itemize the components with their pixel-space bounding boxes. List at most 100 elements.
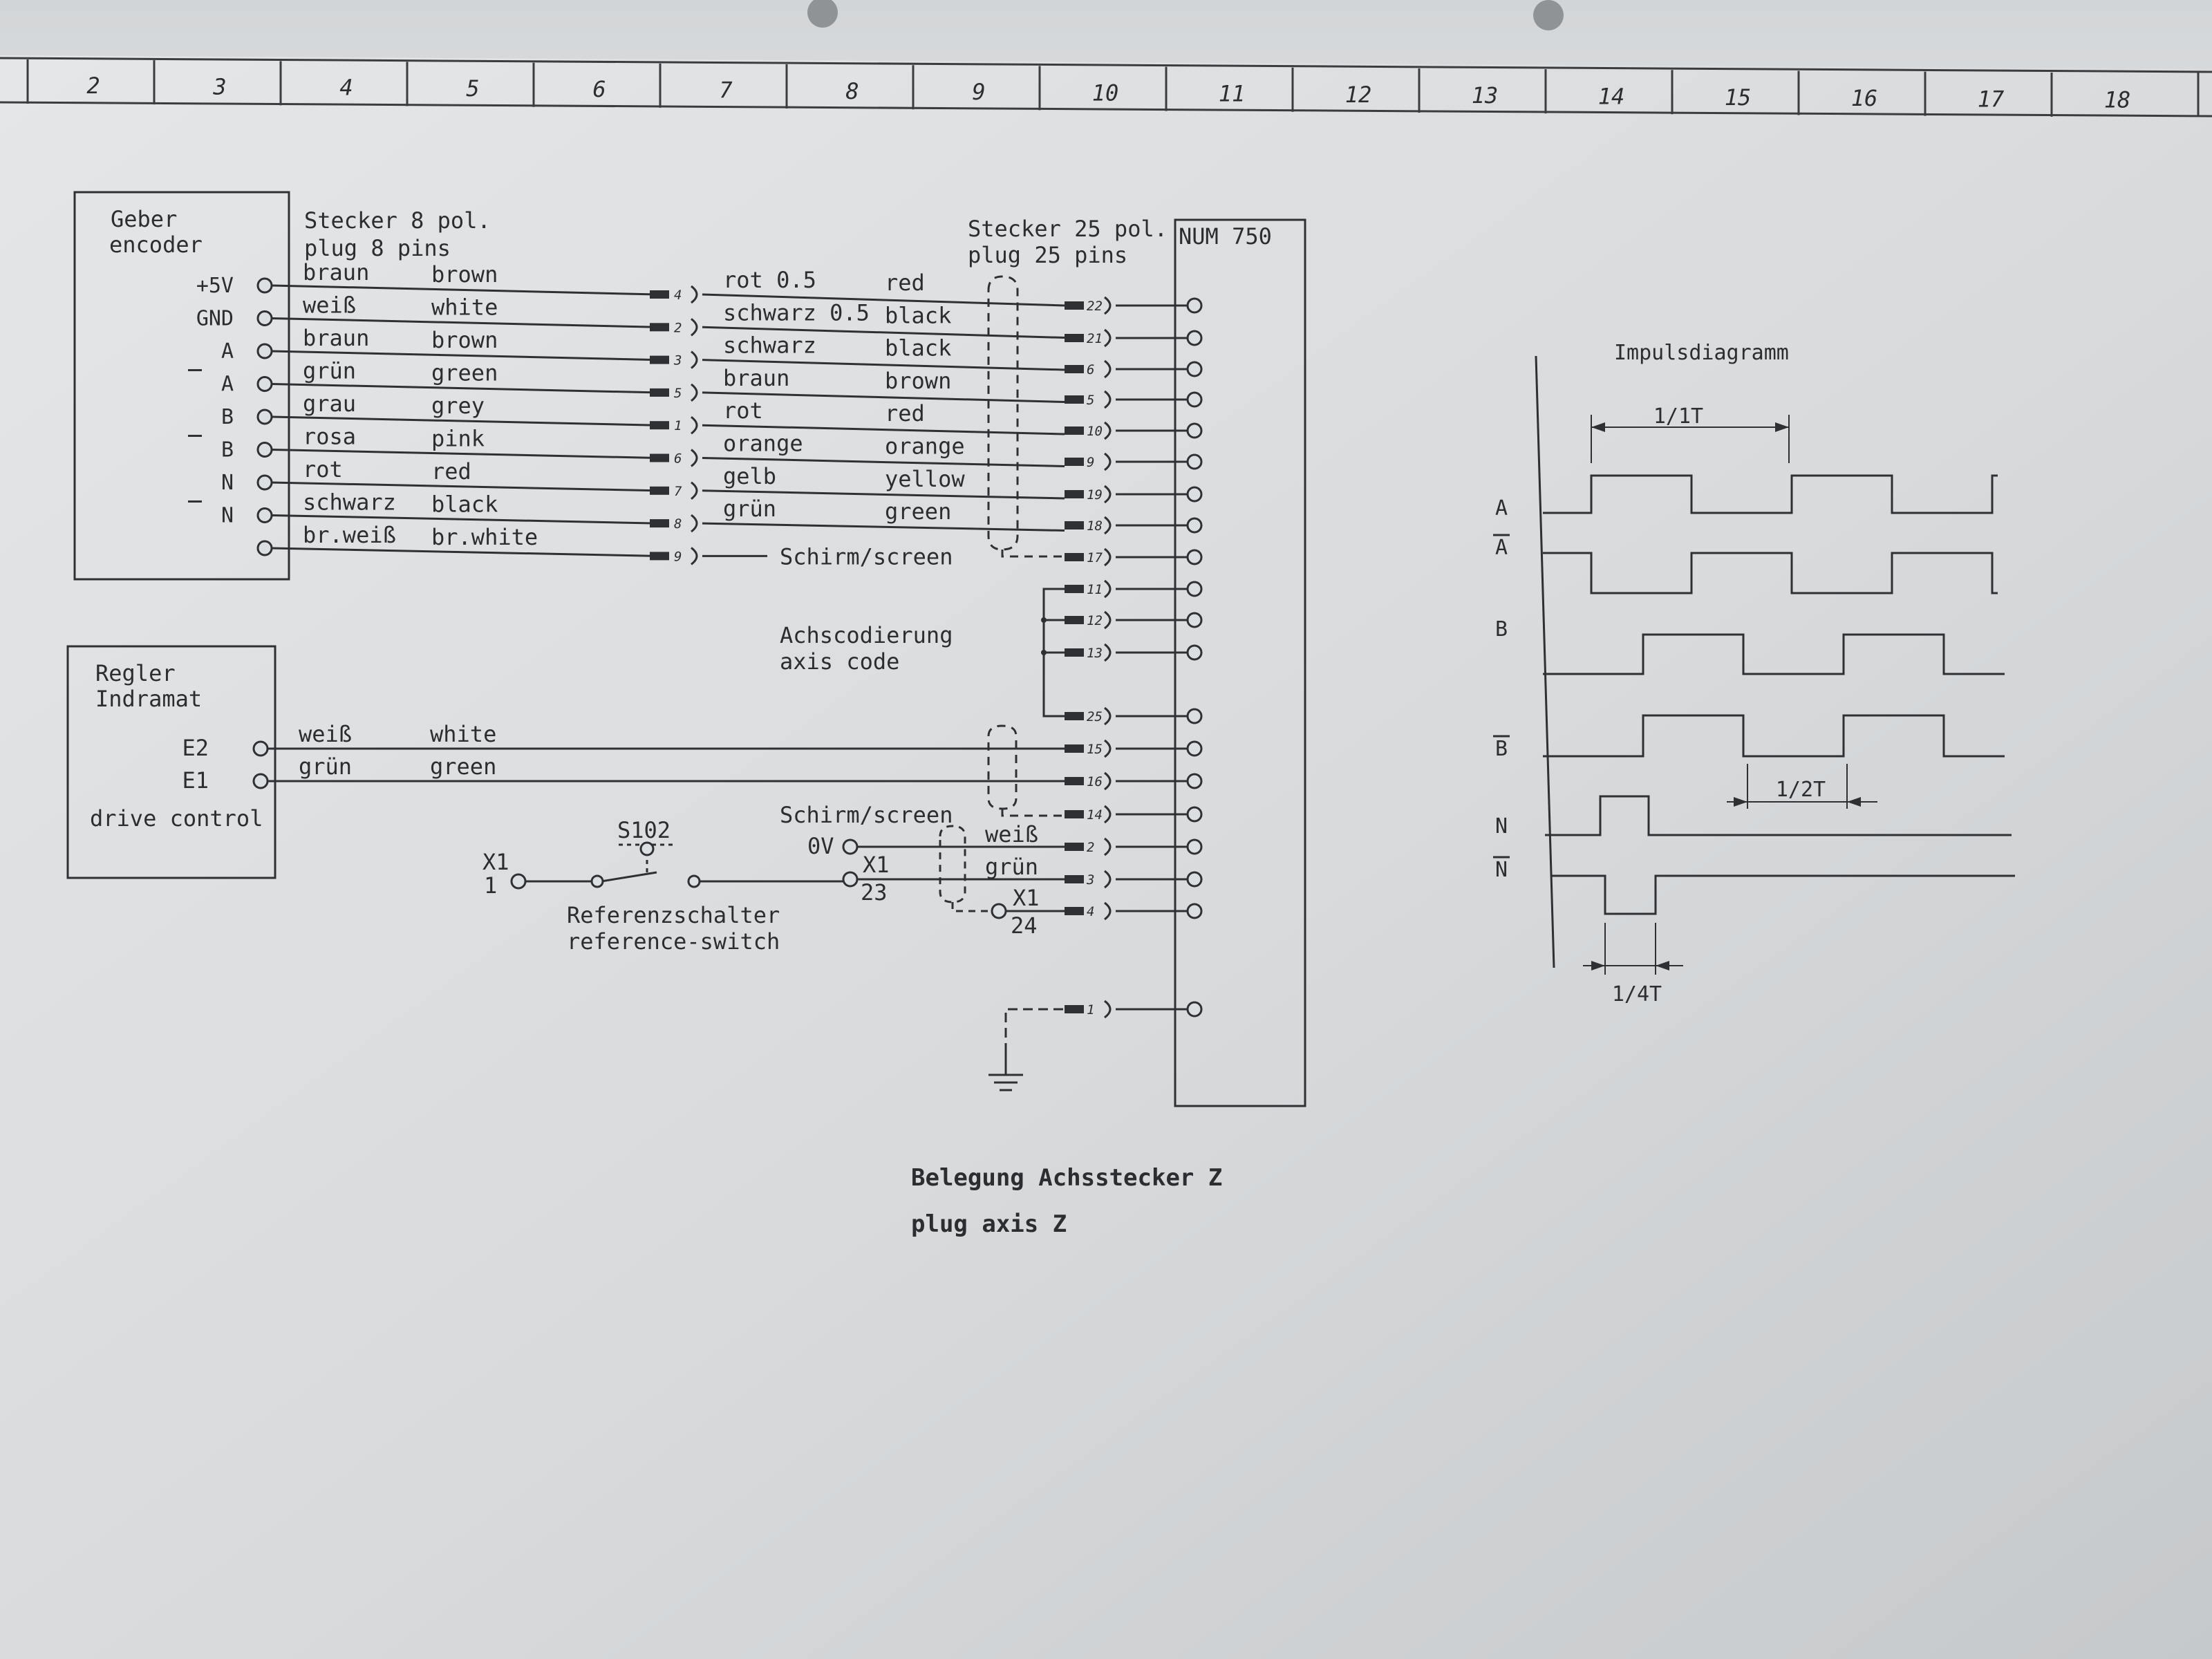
plug8-pin-number: 2 <box>674 320 682 335</box>
plug25-pin-body <box>1065 365 1084 373</box>
pulse-waveform <box>1543 552 1998 594</box>
plug8-pin-body <box>650 486 669 495</box>
plug25-pin-number: 14 <box>1087 807 1103 823</box>
plug25-socket <box>1104 1000 1112 1019</box>
plug8-pin-number: 4 <box>674 288 682 303</box>
wire-color-en: black <box>431 491 498 518</box>
plug8-socket <box>691 416 698 435</box>
plug25-pin-number: 21 <box>1087 331 1103 346</box>
num750-label: NUM 750 <box>1179 223 1272 250</box>
plug8-socket <box>691 481 698 500</box>
plug25-wire <box>702 359 1065 371</box>
junction-dot <box>1041 650 1047 655</box>
x1-23-terminal <box>842 871 859 888</box>
wire-color-en: green <box>431 360 498 386</box>
plug25-socket <box>1104 901 1112 921</box>
plug25-socket <box>1104 516 1112 535</box>
plug8-pin-number: 7 <box>674 484 682 499</box>
wire-color-right-en: black <box>885 335 951 362</box>
num-terminal <box>1186 391 1203 408</box>
plug25-label-en: plug 25 pins <box>968 242 1127 268</box>
ruler-label: 9 <box>972 79 985 105</box>
regler-wire-de: grün <box>299 753 352 780</box>
pulse-signal-label: N <box>1495 814 1508 838</box>
plug25-wire <box>702 326 1065 339</box>
wire-color-de: br.weiß <box>303 522 396 548</box>
axis-socket <box>1104 706 1112 726</box>
wire-color-right-de: rot 0.5 <box>723 267 816 293</box>
pulse-time-axis <box>1535 355 1555 968</box>
encoder-wire <box>271 547 657 557</box>
encoder-terminal <box>256 442 273 458</box>
x1-23-label: X1 <box>863 852 890 878</box>
wire-color-de: weiß <box>303 292 356 319</box>
wire-color-right-de: grün <box>723 496 776 522</box>
wire-color-right-en: green <box>885 498 951 525</box>
plug25-pin-body <box>1065 395 1084 404</box>
wire-color-right-en: red <box>885 400 925 427</box>
plug25-socket <box>1104 485 1112 504</box>
num-terminal <box>1186 644 1203 661</box>
num-terminal <box>1186 486 1203 503</box>
encoder-wire <box>271 415 657 427</box>
encoder-wire <box>271 383 657 394</box>
wire-color-de: rosa <box>303 424 356 450</box>
plug25-wire <box>702 457 1065 467</box>
num-terminal <box>1186 1001 1203 1018</box>
encoder-wire <box>271 317 657 328</box>
regler-title-de: Regler <box>95 660 176 686</box>
num-terminal <box>1186 903 1203 919</box>
ruler-label: 5 <box>466 75 479 102</box>
plug25-pin-number: 17 <box>1087 550 1103 565</box>
plug25-pin-number: 15 <box>1087 742 1103 757</box>
pulse-signal-label: A <box>1495 536 1508 560</box>
wire-color-en: grey <box>431 393 485 419</box>
pulse-waveform <box>1552 874 2015 915</box>
encoder-wire <box>271 481 657 492</box>
ov-label: 0V <box>807 833 834 859</box>
encoder-terminal-label: B <box>221 438 234 462</box>
wire-color-right-de: braun <box>723 365 789 391</box>
ruler-label: 3 <box>212 73 226 100</box>
x1-24-terminal <box>991 903 1007 919</box>
num-terminal <box>1186 422 1203 439</box>
encoder-terminal-label: A <box>221 373 234 397</box>
x1-1-terminal <box>510 873 527 890</box>
ruler-label: 11 <box>1219 81 1246 107</box>
dim-label-half-t: 1/2T <box>1776 778 1826 802</box>
num-terminal <box>1186 838 1203 855</box>
wire-color-right-de: schwarz <box>723 332 816 359</box>
encoder-terminal <box>256 507 273 523</box>
encoder-wire <box>271 350 657 362</box>
plug8-pin-body <box>650 323 669 332</box>
ground-symbol <box>988 1008 1065 1091</box>
axis-pin-number: 11 <box>1087 582 1103 597</box>
wire-color-right-en: orange <box>885 433 965 460</box>
ref-gruen-label: grün <box>985 854 1038 880</box>
num-terminal <box>1186 740 1203 757</box>
pulse-waveform <box>1543 633 2005 675</box>
encoder-terminal-label: N <box>221 504 234 528</box>
wire-color-de: braun <box>303 325 369 351</box>
plug25-pin-body <box>1065 553 1084 561</box>
num750-box <box>1174 218 1306 1107</box>
plug25-pin-body <box>1065 744 1084 753</box>
wire-color-right-en: yellow <box>885 466 965 492</box>
num-terminal <box>1186 453 1203 470</box>
plug8-socket <box>691 547 698 565</box>
plug25-socket <box>1104 296 1112 315</box>
plug25-wire <box>702 522 1065 532</box>
regler-box <box>66 645 276 879</box>
plug25-socket <box>1104 837 1112 856</box>
plug25-wire <box>702 424 1065 435</box>
num-terminal <box>1186 517 1203 534</box>
regler-terminal-label: E2 <box>182 735 209 761</box>
ruler-label: 17 <box>1978 86 2005 112</box>
ruler-label: 14 <box>1598 84 1625 110</box>
wire-color-de: braun <box>303 259 369 285</box>
ruler-label: 8 <box>845 78 859 104</box>
plug25-pin-number: 16 <box>1087 774 1103 789</box>
dim-label-1t: 1/1T <box>1653 404 1703 429</box>
